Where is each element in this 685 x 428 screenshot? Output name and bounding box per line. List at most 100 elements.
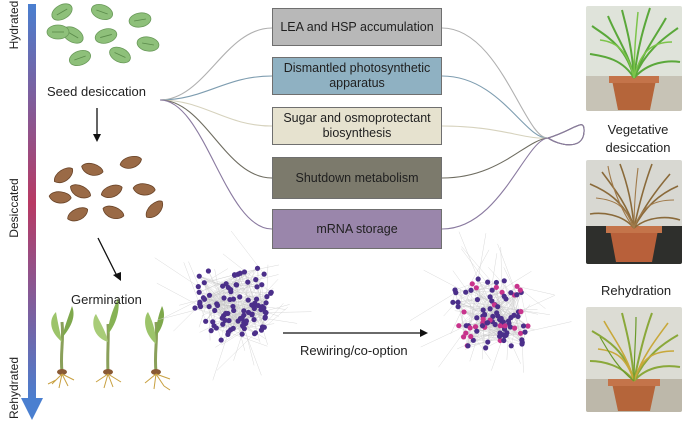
network-node xyxy=(450,300,455,305)
network-node xyxy=(473,324,478,329)
network-node xyxy=(463,290,468,295)
connector-right-4 xyxy=(442,125,584,229)
network-node xyxy=(520,340,525,345)
germinating-seedlings xyxy=(48,298,170,390)
network-node xyxy=(480,323,485,328)
green-seed xyxy=(47,25,69,39)
brown-seed xyxy=(132,182,156,197)
rewiring-label: Rewiring/co-option xyxy=(300,343,408,358)
connector-right-2 xyxy=(442,125,584,145)
network-node xyxy=(203,319,208,324)
hydrated-plant-photo xyxy=(586,6,682,111)
network-node xyxy=(518,331,523,336)
network-node xyxy=(232,273,237,278)
network-node xyxy=(207,293,212,298)
network-node xyxy=(223,311,228,316)
network-node xyxy=(241,308,246,313)
green-seed xyxy=(89,2,114,23)
network-node xyxy=(263,315,268,320)
seed-desiccation-label: Seed desiccation xyxy=(47,84,146,99)
network-node xyxy=(192,305,197,310)
rehydrated-label: Rehydrated xyxy=(7,348,21,428)
network-node xyxy=(468,334,473,339)
process-lea-hsp-box: LEA and HSP accumulation xyxy=(272,8,442,46)
connector-right-1 xyxy=(442,76,584,145)
green-seed xyxy=(67,48,92,69)
network-edge xyxy=(266,312,311,313)
network-node xyxy=(226,329,231,334)
network-edge xyxy=(266,265,268,313)
network-node xyxy=(240,332,245,337)
network-node xyxy=(246,297,251,302)
network-node xyxy=(263,300,268,305)
network-node xyxy=(254,284,259,289)
process-photosynthetic-box: Dismantled photosynthetic apparatus xyxy=(272,57,442,95)
network-node xyxy=(485,280,490,285)
brown-seed xyxy=(119,155,143,170)
brown-seed xyxy=(100,183,124,200)
network-edge xyxy=(498,244,517,295)
network-node xyxy=(251,317,256,322)
network-node xyxy=(494,280,499,285)
network-node xyxy=(494,310,499,315)
network-node xyxy=(482,312,487,317)
network-node xyxy=(228,287,233,292)
network-edge xyxy=(410,293,456,321)
rewiring-arrow xyxy=(283,329,428,337)
network-node xyxy=(264,294,269,299)
network-edge xyxy=(421,326,467,347)
network-node xyxy=(515,314,520,319)
network-node xyxy=(221,295,226,300)
network-node xyxy=(197,290,202,295)
network-node xyxy=(259,328,264,333)
network-node xyxy=(461,309,466,314)
network-node xyxy=(474,329,479,334)
network-node xyxy=(249,302,254,307)
network-edge xyxy=(157,283,201,306)
network-node xyxy=(455,304,460,309)
network-node xyxy=(468,288,473,293)
network-node xyxy=(455,300,460,305)
network-node xyxy=(250,311,255,316)
connector-left-0 xyxy=(160,28,272,100)
network-node xyxy=(502,333,507,338)
network-node xyxy=(262,272,267,277)
network-node xyxy=(470,281,475,286)
network-node xyxy=(240,323,245,328)
brown-seed xyxy=(51,165,76,186)
vegetative-desiccation-text: Vegetative desiccation xyxy=(605,122,670,155)
network-node xyxy=(498,323,503,328)
green-seed xyxy=(49,0,75,23)
green-seed xyxy=(136,35,160,53)
network-node xyxy=(453,290,458,295)
network-node xyxy=(237,294,242,299)
vegetative-desiccation-label: Vegetative desiccation xyxy=(598,121,678,157)
network-node xyxy=(245,280,250,285)
process-sugar-box: Sugar and osmoprotectant biosynthesis xyxy=(272,107,442,145)
network-node xyxy=(197,300,202,305)
network-edge xyxy=(424,270,466,292)
network-node xyxy=(255,266,260,271)
germination-label: Germination xyxy=(71,292,142,307)
network-node xyxy=(485,339,490,344)
network-node xyxy=(231,297,236,302)
network-node xyxy=(234,282,239,287)
network-node xyxy=(215,303,220,308)
network-node xyxy=(219,337,224,342)
network-node xyxy=(461,334,466,339)
network-node xyxy=(521,323,526,328)
network-node xyxy=(212,308,217,313)
network-node xyxy=(481,317,486,322)
network-node xyxy=(508,290,513,295)
network-node xyxy=(483,345,488,350)
network-node xyxy=(230,304,235,309)
network-node xyxy=(485,320,490,325)
network-node xyxy=(518,309,523,314)
network-edge xyxy=(525,322,572,333)
brown-seed xyxy=(68,181,93,202)
network-node xyxy=(503,323,508,328)
process-shutdown-box: Shutdown metabolism xyxy=(272,157,442,199)
brown-seed xyxy=(101,203,126,223)
desiccated-seeds xyxy=(48,155,166,224)
network-node xyxy=(226,318,231,323)
